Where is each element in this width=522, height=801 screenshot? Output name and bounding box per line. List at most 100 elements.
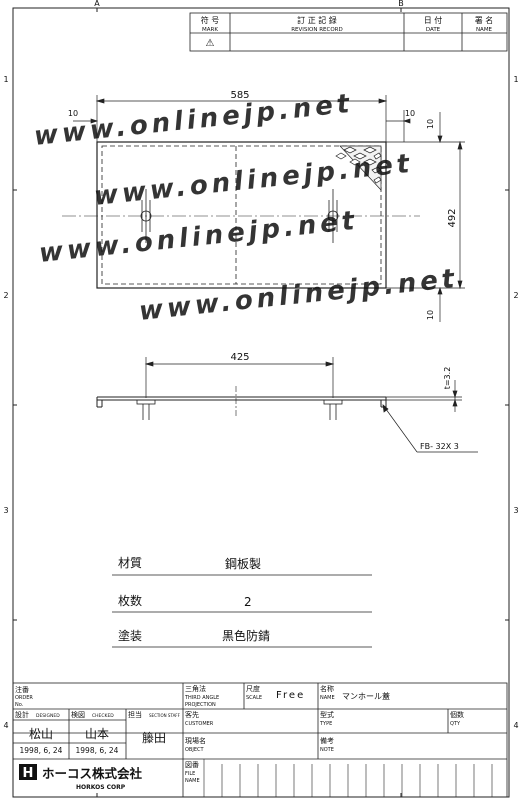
object-label-en: OBJECT — [185, 747, 204, 753]
section-handle-left — [136, 399, 156, 420]
name-label-en: NAME — [320, 695, 335, 701]
file-label-en-2: NAME — [185, 778, 200, 784]
order-label: 注番 — [15, 685, 29, 694]
projection-label-en-1: THIRD ANGLE — [184, 695, 219, 701]
lift-handle-left-icon — [140, 189, 152, 243]
revision-mark-label-en: MARK — [202, 27, 218, 33]
projection-label-en-2: PROJECTION — [185, 702, 216, 708]
scale-value: Free — [276, 690, 305, 701]
dimension-top-margin-label: 10 — [426, 119, 435, 129]
object-label: 現場名 — [185, 736, 206, 745]
company-name: ホーコス株式会社 — [42, 766, 143, 781]
designed-label: 設計 — [15, 710, 29, 719]
zone-letter-b: B — [398, 0, 404, 8]
zone-number-4-right: 4 — [513, 721, 518, 730]
note-label-en: NOTE — [320, 747, 334, 753]
watermark: www.onlinejp.net www.onlinejp.net www.on… — [33, 89, 460, 327]
order-label-en: ORDER — [15, 695, 33, 701]
spec-material-label: 材質 — [118, 555, 142, 570]
dimension-handle-spacing — [144, 357, 335, 398]
spec-rows — [112, 574, 372, 648]
dimension-width-label: 492 — [447, 208, 458, 227]
title-block-grid — [12, 682, 508, 798]
dimension-right-margin — [386, 110, 411, 142]
flat-bar-leader — [382, 404, 478, 453]
dimension-length-label: 585 — [230, 90, 249, 101]
spec-coating-label: 塗装 — [118, 628, 142, 643]
company-name-en: HORKOS CORP — [76, 784, 126, 791]
dimension-left-margin-label: 10 — [68, 109, 78, 118]
cover-plate-outline — [96, 141, 387, 289]
section-plate — [96, 396, 387, 408]
watermark-line-4: www.onlinejp.net — [138, 264, 460, 327]
file-label-en-1: FILE — [185, 771, 195, 777]
note-label: 備考 — [320, 736, 334, 745]
zone-number-3-right: 3 — [513, 506, 518, 515]
section-handle-right — [323, 399, 343, 420]
zone-number-2-left: 2 — [3, 291, 8, 300]
lift-handle-right-icon — [327, 189, 339, 243]
watermark-line-2: www.onlinejp.net — [93, 149, 415, 212]
spec-quantity-label: 枚数 — [118, 593, 142, 608]
checked-label: 検図 — [71, 710, 85, 719]
checked-label-en: CHECKED — [92, 713, 114, 719]
checked-date: 1998, 6, 24 — [76, 746, 119, 755]
dimension-handle-spacing-label: 425 — [230, 352, 249, 363]
company-logo-letter: H — [23, 766, 34, 781]
order-no-label: No. — [15, 702, 24, 708]
company-logo-icon — [19, 764, 37, 780]
name-label: 名称 — [320, 684, 334, 693]
revision-name-label-en: NAME — [476, 27, 493, 33]
revision-record-label-en: REVISION RECORD — [291, 27, 343, 33]
customer-label-en: CUSTOMER — [185, 721, 214, 727]
spec-material-value: 鋼板製 — [225, 557, 261, 571]
spec-quantity-value: 2 — [244, 595, 252, 609]
zone-number-1-left: 1 — [3, 75, 8, 84]
revision-name-label: 署 名 — [475, 15, 494, 25]
dimension-thickness-label: t=3.2 — [443, 367, 452, 390]
revision-triangle-icon: ⚠ — [206, 38, 215, 49]
watermark-line-3: www.onlinejp.net — [38, 206, 360, 269]
qty-label: 個数 — [450, 710, 464, 719]
revision-mark-label: 符 号 — [201, 15, 220, 25]
revision-record-label: 訂 正 記 録 — [297, 15, 337, 25]
cover-plate-inner-dashed — [101, 145, 382, 285]
checker-name: 山本 — [85, 727, 109, 741]
revision-date-label-en: DATE — [426, 27, 441, 33]
zone-number-3-left: 3 — [3, 506, 8, 515]
part-name-value: マンホール蓋 — [342, 691, 390, 701]
designer-name: 松山 — [29, 727, 53, 741]
customer-label: 客先 — [185, 710, 199, 719]
staff-name: 籐田 — [142, 730, 166, 745]
zone-number-4-left: 4 — [3, 721, 8, 730]
revision-block — [189, 12, 508, 52]
spec-coating-value: 黒色防錆 — [222, 628, 270, 643]
projection-label: 三角法 — [185, 684, 206, 693]
scale-label-en: SCALE — [246, 695, 262, 701]
qty-label-en: QTY — [450, 721, 461, 727]
designed-date: 1998, 6, 24 — [20, 746, 63, 755]
section-staff-label-en: SECTION STAFF — [149, 713, 181, 718]
dimension-width — [386, 140, 465, 290]
dimension-left-margin — [73, 118, 99, 124]
type-label-en: TYPE — [319, 721, 332, 727]
checker-plate-pattern — [335, 145, 382, 191]
zone-letter-a: A — [94, 0, 100, 8]
dimension-bottom-margin — [437, 286, 443, 322]
dimension-thickness — [386, 380, 462, 412]
revision-date-label: 日 付 — [424, 15, 443, 25]
dimension-length — [95, 95, 388, 142]
scale-label: 尺度 — [246, 684, 260, 693]
dimension-right-margin-label: 10 — [405, 109, 415, 118]
type-label: 型式 — [320, 710, 334, 719]
dimension-top-margin — [386, 112, 465, 144]
designed-label-en: DESIGNED — [36, 713, 60, 719]
zone-number-1-right: 1 — [513, 75, 518, 84]
file-number-cells — [203, 759, 493, 797]
zone-number-2-right: 2 — [513, 291, 518, 300]
dimension-bottom-margin-label: 10 — [426, 310, 435, 320]
flat-bar-label: FB- 32X 3 — [420, 442, 459, 451]
file-label: 図番 — [185, 761, 199, 769]
section-staff-label: 担当 — [128, 710, 142, 719]
